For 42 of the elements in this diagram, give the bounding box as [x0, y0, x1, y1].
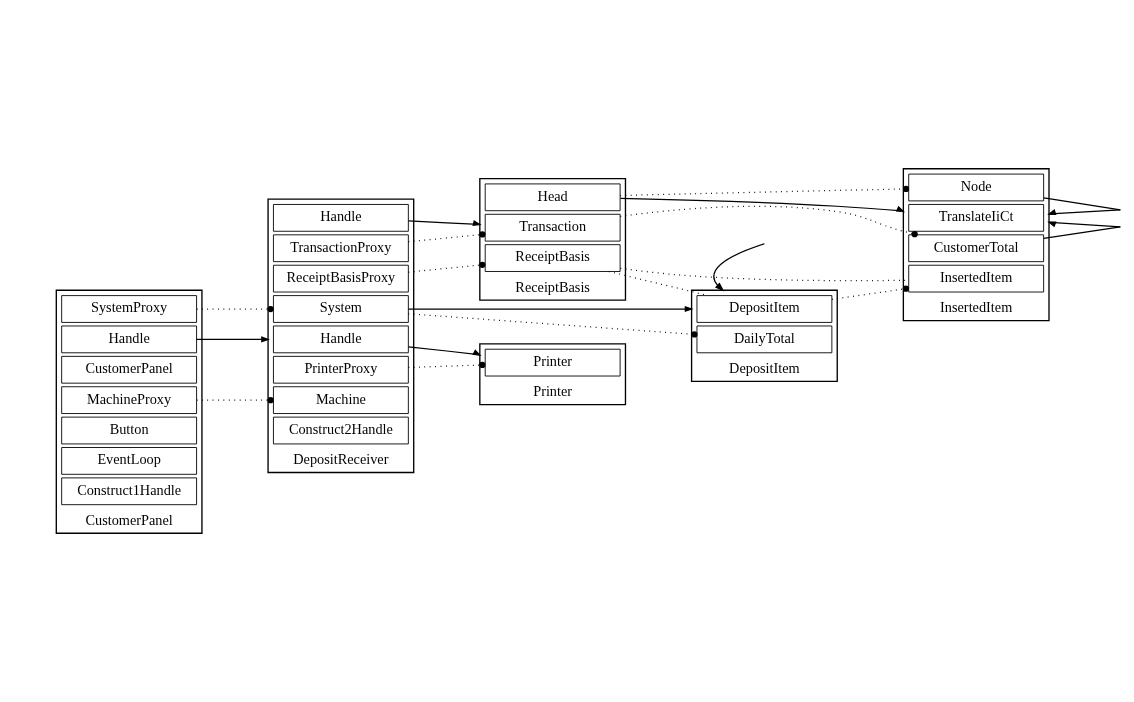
node-box: EventLoop: [61, 447, 198, 475]
node-box: InsertedItem: [908, 264, 1045, 293]
node-box: TransactionProxy: [273, 234, 409, 263]
connector: [619, 205, 918, 238]
node-box: Construct1Handle: [61, 477, 198, 506]
connector: [196, 305, 274, 313]
arrow: [1043, 197, 1121, 215]
connector: [407, 313, 698, 338]
node-box: Head: [484, 183, 621, 212]
arrow: [196, 336, 270, 343]
arrow: [619, 197, 906, 213]
arrow: [407, 346, 482, 357]
node-box: ReceiptBasisProxy: [273, 264, 409, 293]
node-box: Transaction: [484, 213, 621, 242]
node-box: ReceiptBasis: [484, 244, 621, 272]
node-box: Button: [61, 416, 198, 445]
node-box: Handle: [61, 325, 198, 354]
node-box: SystemProxy: [61, 295, 198, 323]
connector: [407, 361, 486, 369]
node-box: DepositItem: [696, 295, 833, 323]
arrow: [407, 220, 482, 227]
connector: [831, 285, 910, 300]
node-box: Handle: [273, 204, 409, 232]
node-box: Machine: [273, 386, 409, 414]
node-box: Construct2Handle: [273, 416, 409, 445]
connector: [407, 231, 486, 243]
node-box: MachineProxy: [61, 386, 198, 414]
node-box: TranslateIiCt: [908, 204, 1045, 232]
node-box: System: [273, 295, 409, 323]
arrow: [1043, 221, 1121, 239]
node-box: Handle: [273, 325, 409, 354]
node-box: DailyTotal: [696, 325, 833, 354]
arrow: [407, 305, 694, 313]
arrow: [713, 243, 766, 292]
connector: [196, 397, 274, 404]
node-box: PrinterProxy: [273, 355, 409, 384]
connector: [407, 261, 486, 273]
node-box: CustomerTotal: [908, 234, 1045, 263]
node-box: Printer: [484, 348, 621, 377]
node-box: CustomerPanel: [61, 355, 198, 384]
connector: [619, 185, 910, 197]
node-box: Node: [908, 173, 1045, 202]
